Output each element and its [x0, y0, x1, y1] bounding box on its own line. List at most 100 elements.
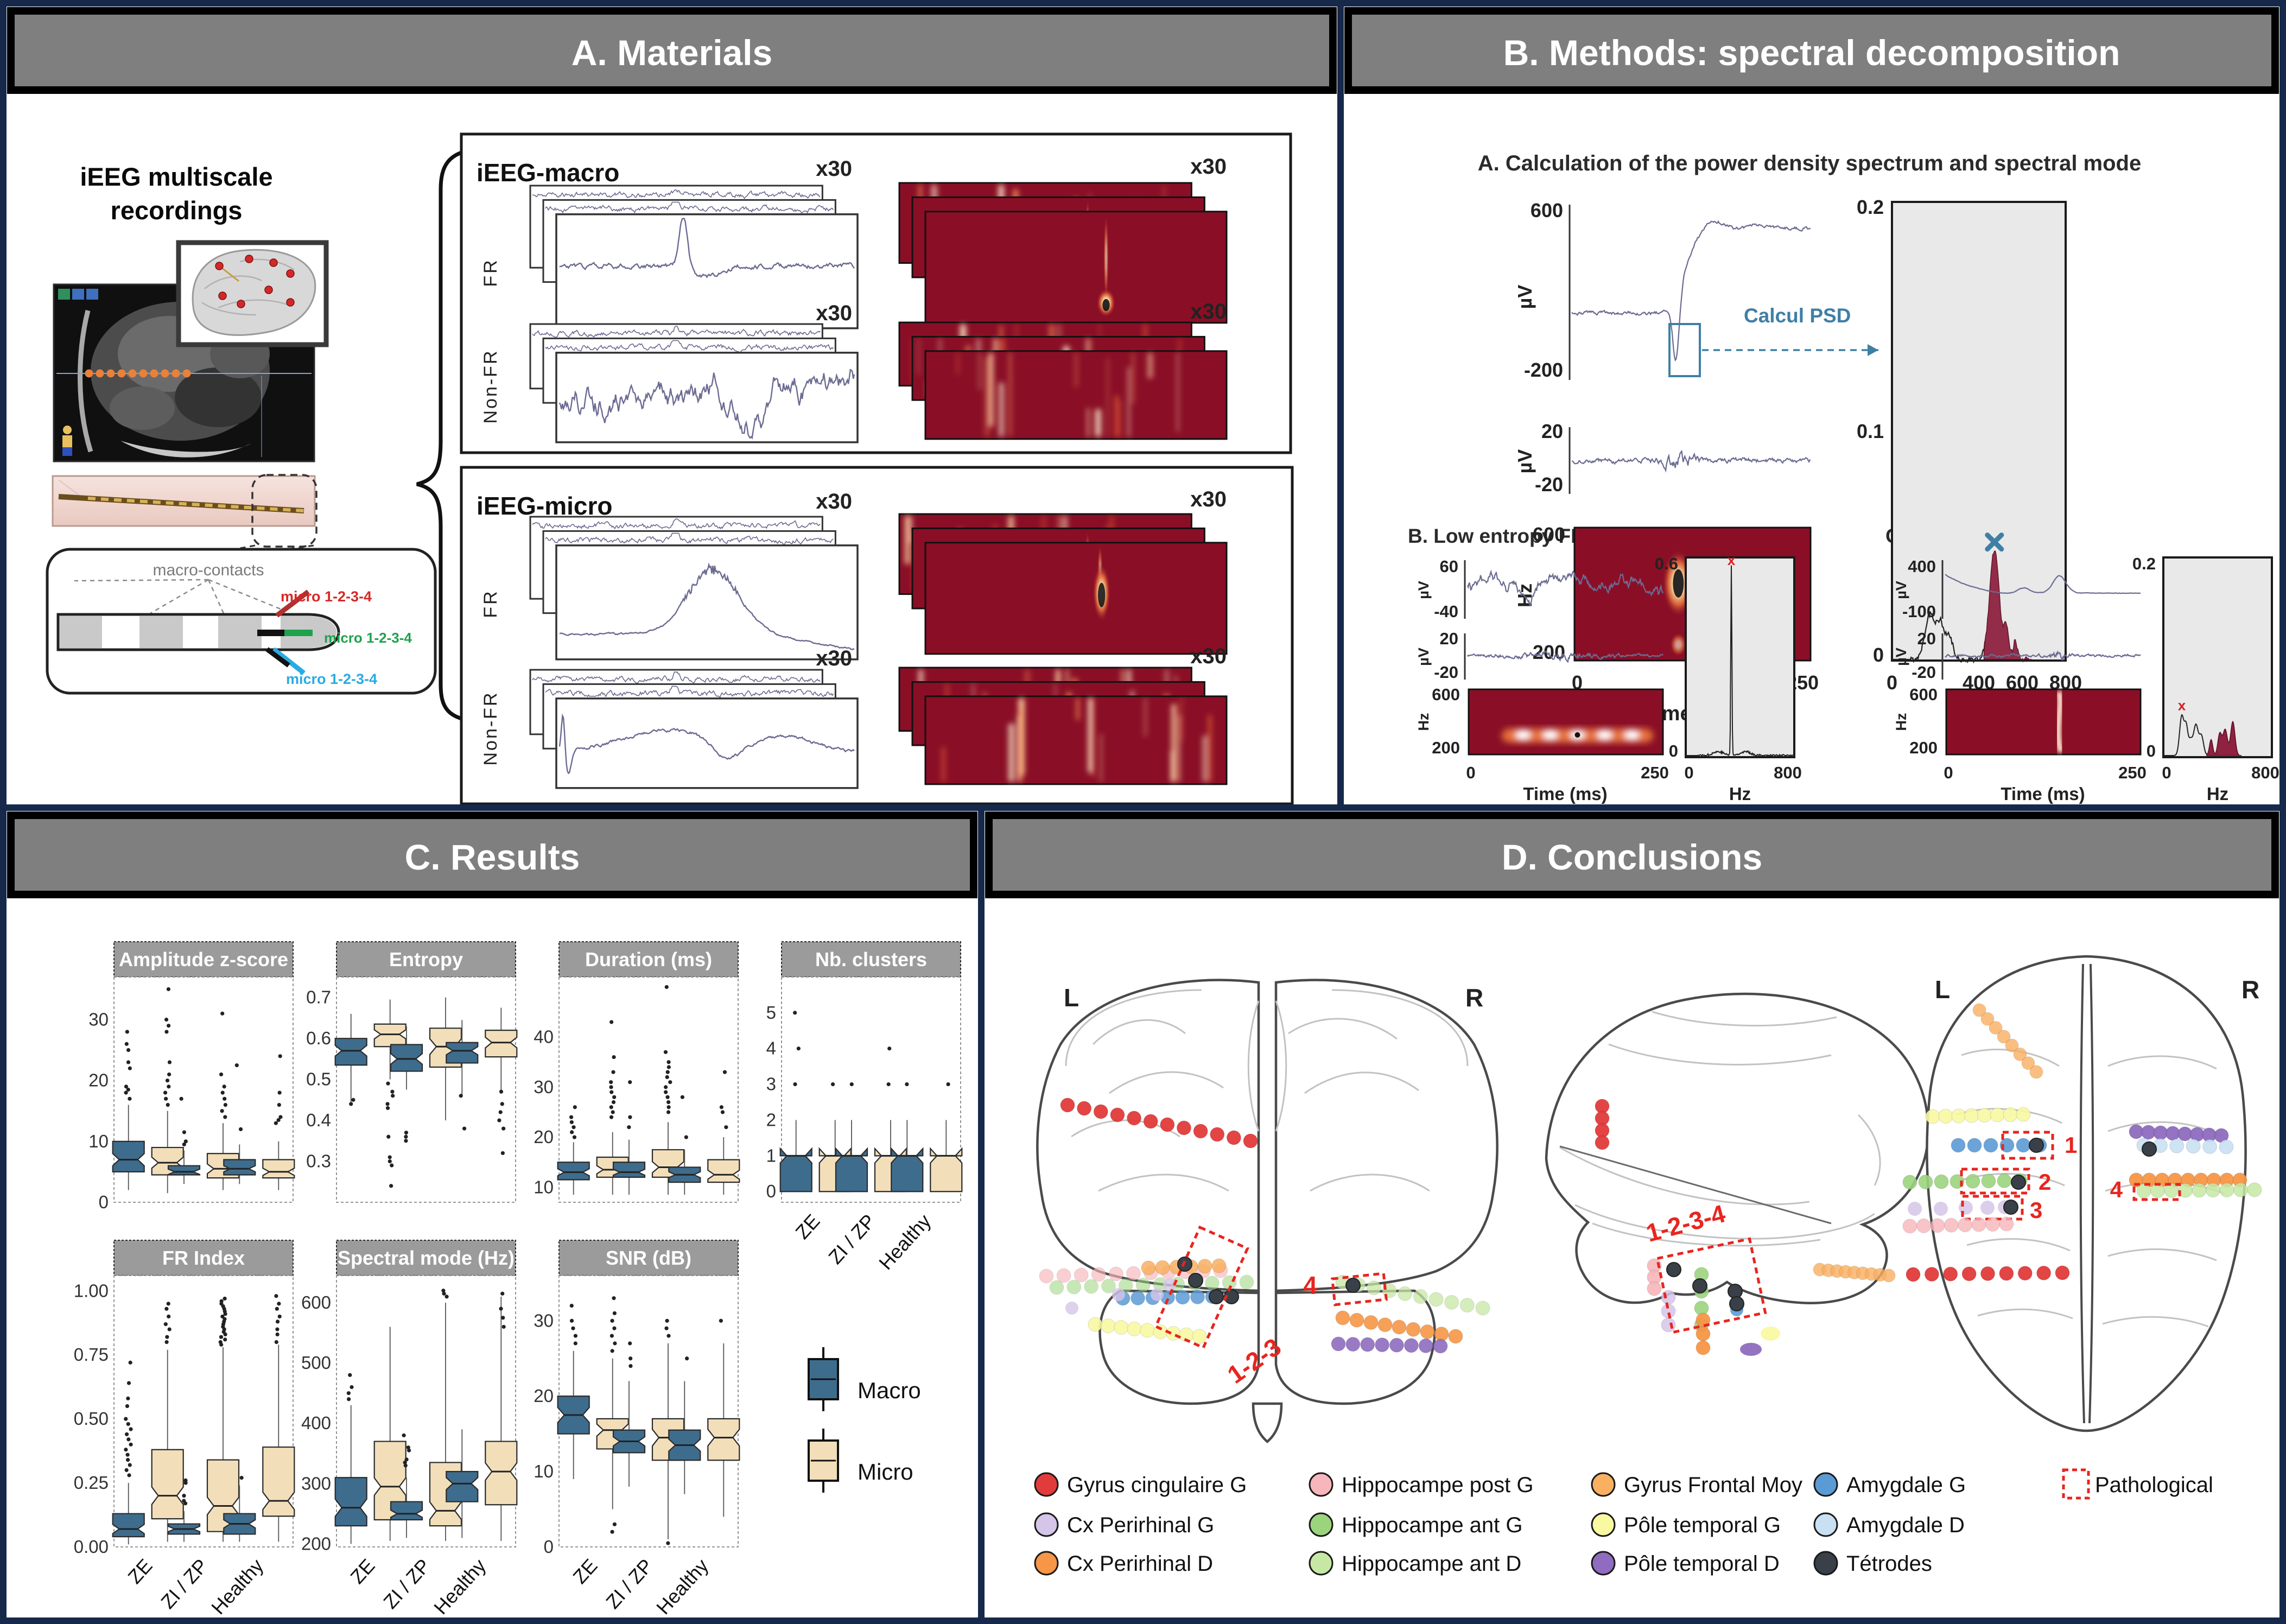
track-gyrus-cingulaire-g: [1595, 1099, 1610, 1150]
outlier: [182, 1142, 186, 1147]
plot-area: [113, 1275, 294, 1547]
legend-dot: [1034, 1472, 1059, 1497]
pathological-box: [2132, 1183, 2181, 1201]
outlier: [125, 1030, 129, 1034]
outlier: [573, 1105, 577, 1109]
outlier: [886, 1082, 891, 1087]
track-gyrus-cingulaire-g: [1060, 1098, 1258, 1149]
box-macro: [390, 1044, 423, 1072]
x30-label: x30: [816, 157, 852, 181]
outlier: [665, 1095, 670, 1099]
zoom-dashed-box: [251, 474, 318, 548]
track-hippocampe-post-g: [1647, 1258, 1662, 1296]
outlier: [501, 1324, 506, 1329]
electrode-dot: [150, 369, 158, 378]
legend-pathological-swatch: [2062, 1468, 2090, 1500]
pathological-box: [1655, 1237, 1767, 1334]
label: -100: [1902, 602, 1936, 621]
track-gyrus-frontal-moy: [1972, 1003, 2043, 1079]
plot-area: [336, 976, 516, 1203]
signal-trace: [532, 518, 821, 530]
outlier: [441, 1289, 446, 1293]
outlier: [179, 1096, 183, 1101]
legend-label: Cx Perirhinal D: [1067, 1552, 1213, 1576]
label: -20: [1535, 473, 1563, 496]
label: 0: [2162, 763, 2171, 782]
outlier: [124, 1084, 129, 1089]
fr-row-label: FR: [480, 258, 501, 287]
y-tick: 0.00: [74, 1537, 109, 1557]
outlier: [349, 1102, 353, 1106]
outlier: [164, 1017, 169, 1022]
outlier: [627, 1125, 631, 1130]
outlier: [666, 1065, 671, 1069]
micro-label-red: micro 1-2-3-4: [281, 588, 372, 605]
outlier: [611, 1100, 616, 1105]
plot-title-strip: [558, 941, 739, 978]
x-tick-label: ZI / ZP: [824, 1210, 880, 1268]
spectrogram: [1945, 688, 2142, 756]
outlier: [385, 1102, 390, 1106]
outlier: [275, 1306, 279, 1311]
outlier: [222, 1084, 226, 1089]
outlier: [573, 1341, 577, 1346]
box-micro: [151, 1449, 184, 1520]
outlier: [278, 1054, 282, 1058]
micro-wire-cyan: [272, 647, 306, 675]
legend-dot: [1309, 1472, 1334, 1497]
label: 600: [1533, 523, 1565, 545]
x30-label: x30: [1190, 644, 1227, 668]
outlier: [220, 1314, 225, 1319]
electrode-dot: [286, 298, 295, 307]
box-macro: [167, 1165, 201, 1176]
outlier: [167, 1060, 172, 1064]
legend-label: Cx Perirhinal G: [1067, 1513, 1214, 1537]
label: -20: [1912, 663, 1936, 682]
outlier: [613, 1341, 617, 1346]
legend-dot: [1813, 1551, 1838, 1576]
y-tick: 0: [766, 1181, 776, 1201]
outlier: [665, 1070, 670, 1074]
x-tick-label: Healthy: [652, 1555, 713, 1617]
outlier: [126, 1381, 131, 1385]
electrode-dot: [237, 300, 245, 308]
y-tick: 3: [766, 1074, 776, 1094]
outlier: [571, 1326, 575, 1330]
x30-label: x30: [816, 646, 852, 670]
label: 0: [1873, 644, 1884, 666]
y-tick: 0.4: [306, 1110, 331, 1130]
signal-trace: [1466, 569, 1664, 606]
y-tick: 10: [534, 1177, 554, 1197]
y-tick: 1: [766, 1145, 776, 1165]
outlier: [124, 1432, 129, 1437]
electrode-dot: [85, 369, 93, 378]
outlier: [128, 1360, 132, 1365]
outlier: [628, 1356, 633, 1361]
label: Time (ms): [2001, 784, 2085, 804]
box-micro: [262, 1446, 295, 1517]
pathological-box: [1154, 1225, 1249, 1350]
label: 600: [1531, 199, 1563, 221]
y-tick: 0.75: [74, 1344, 109, 1365]
outlier: [609, 1085, 613, 1089]
plot-title: Spectral mode (Hz): [338, 1247, 515, 1269]
outlier: [406, 1445, 410, 1450]
track-pôle-temporal-d: [2129, 1124, 2229, 1143]
outlier: [223, 1102, 227, 1107]
outlier: [569, 1303, 574, 1308]
label: 0.1: [1857, 420, 1884, 442]
outlier: [348, 1373, 352, 1377]
outlier: [719, 1105, 723, 1109]
x-tick-label: ZE: [123, 1555, 156, 1588]
legend-item-hippocampe-post-g: Hippocampe post G: [1309, 1472, 1534, 1497]
signal-trace: [545, 686, 834, 699]
nonfr-row-label: Non-FR: [480, 349, 501, 423]
legend-dot: [1591, 1472, 1616, 1497]
legend-item-gyrus-cingulaire-g: Gyrus cingulaire G: [1034, 1472, 1247, 1497]
outlier: [275, 1319, 280, 1324]
signal-trace: [532, 326, 821, 338]
outlier: [127, 1473, 131, 1477]
ieeg-micro-title: iEEG-micro: [477, 492, 613, 520]
